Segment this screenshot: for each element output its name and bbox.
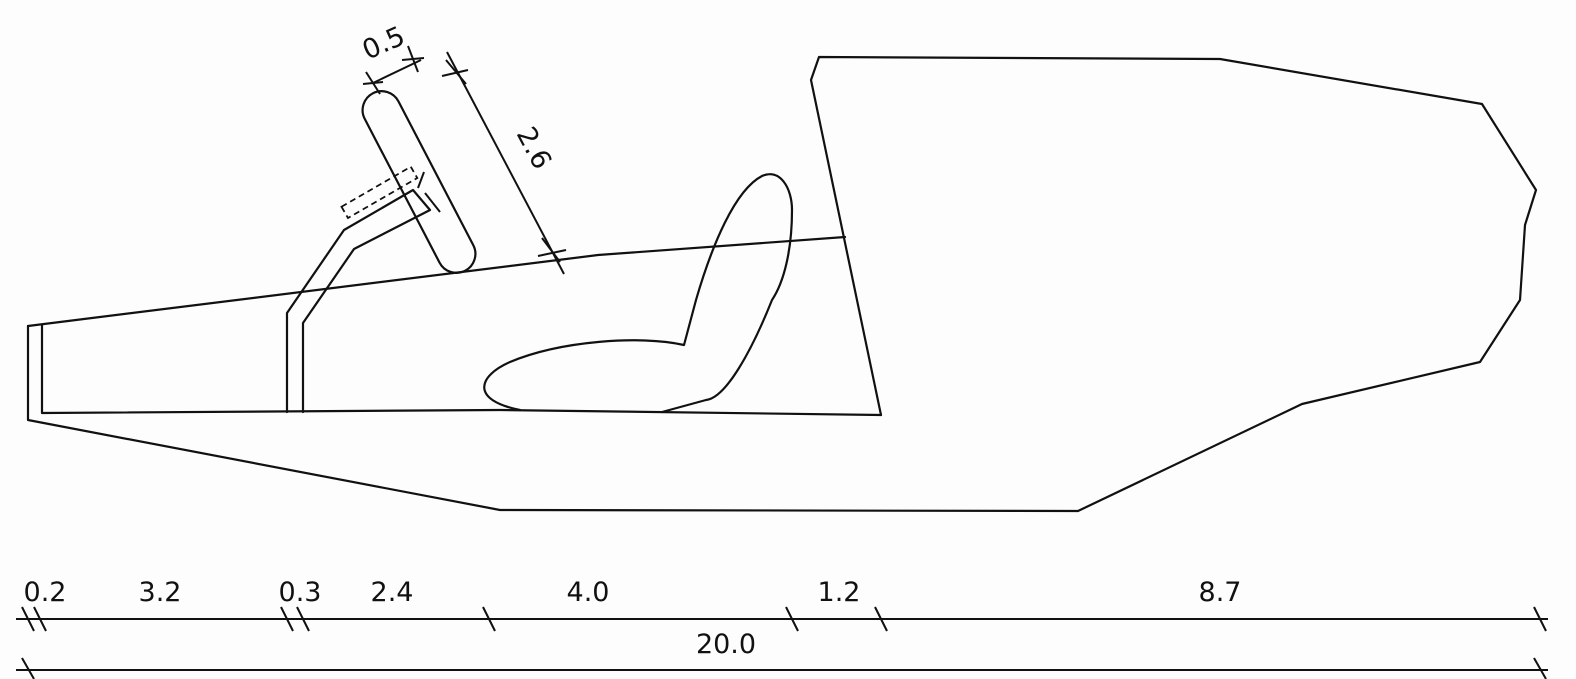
segment-tick-7 [1533, 606, 1547, 632]
segment-tick-6 [874, 606, 888, 632]
wheel-width-label: 0.5 [358, 21, 410, 67]
segment-label-6: 8.7 [1199, 577, 1242, 608]
wheel-length-label: 2.6 [510, 122, 558, 174]
segment-tick-1 [33, 606, 47, 632]
segment-label-4: 4.0 [567, 577, 610, 608]
segment-label-1: 3.2 [139, 577, 182, 608]
wheel-width-dimension-line [372, 59, 422, 84]
segment-tick-2 [280, 606, 294, 632]
segment-tick-5 [785, 606, 799, 632]
segment-tick-3 [296, 606, 310, 632]
segment-tick-4 [482, 606, 496, 632]
wheel-width-tick-right [401, 45, 425, 73]
total-tick-left [16, 657, 40, 679]
wheel-length-dimension-line [446, 51, 565, 275]
total-label: 20.0 [696, 629, 756, 660]
segment-label-3: 2.4 [371, 577, 414, 608]
segment-tick-0 [16, 606, 40, 632]
body-outline [26, 55, 1538, 513]
segment-label-2: 0.3 [279, 577, 322, 608]
wheel-width-tick-left [362, 71, 384, 95]
wheel-length-tick-top [441, 59, 469, 85]
cockpit-floor [40, 323, 883, 417]
total-tick-right [1533, 657, 1547, 679]
steering-column-insert [340, 165, 419, 220]
cockpit-top-edge [26, 235, 847, 328]
steering-shaft [417, 171, 441, 213]
segment-label-0: 0.2 [24, 577, 67, 608]
segment-label-5: 1.2 [818, 577, 861, 608]
steering-column [285, 188, 432, 414]
wheel-length-tick-bottom [537, 237, 567, 263]
steering-wheel [361, 90, 477, 274]
seat [483, 173, 794, 414]
